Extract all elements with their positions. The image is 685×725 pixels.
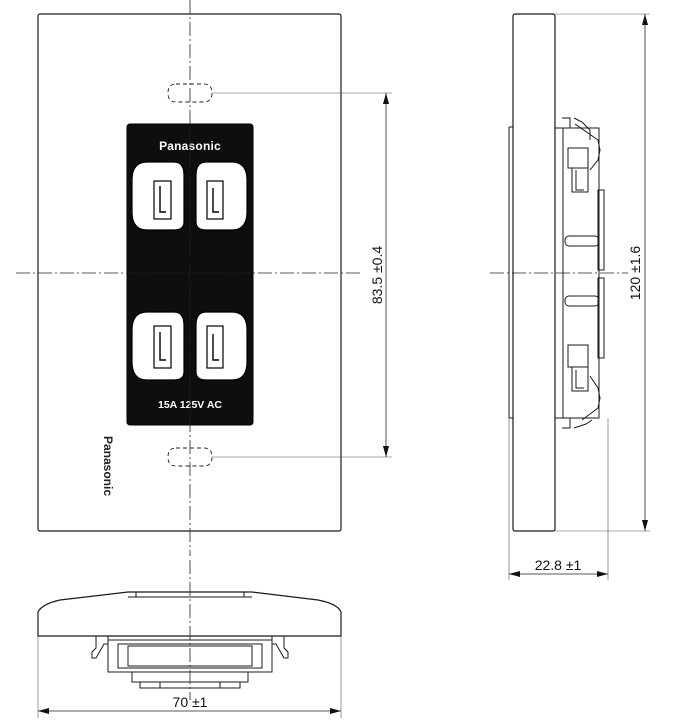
height-label: 120 ±1.6 bbox=[627, 246, 643, 301]
bottom-plate bbox=[37, 591, 342, 637]
side-mechanism bbox=[554, 117, 605, 429]
lower-mounting-hole bbox=[167, 447, 213, 467]
hole-pitch-dimension: 83.5 ±0.4 bbox=[212, 92, 392, 458]
side-view: 120 ±1.6 22.8 ±1 bbox=[490, 13, 650, 580]
upper-outlet-face bbox=[131, 161, 248, 231]
lower-outlet-face bbox=[131, 311, 248, 381]
side-plate bbox=[512, 13, 556, 532]
upper-mounting-hole bbox=[167, 83, 213, 103]
width-dimension: 70 ±1 bbox=[37, 636, 342, 718]
depth-label: 22.8 ±1 bbox=[535, 557, 582, 573]
plate-brand-label: Panasonic bbox=[101, 436, 115, 496]
height-dimension: 120 ±1.6 bbox=[555, 13, 650, 532]
bottom-view: 70 ±1 bbox=[37, 560, 342, 718]
front-view: Panasonic 15A 125V AC Panason bbox=[16, 0, 392, 556]
depth-dimension: 22.8 ±1 bbox=[508, 418, 609, 580]
width-label: 70 ±1 bbox=[173, 694, 208, 710]
hole-pitch-label: 83.5 ±0.4 bbox=[369, 246, 385, 304]
